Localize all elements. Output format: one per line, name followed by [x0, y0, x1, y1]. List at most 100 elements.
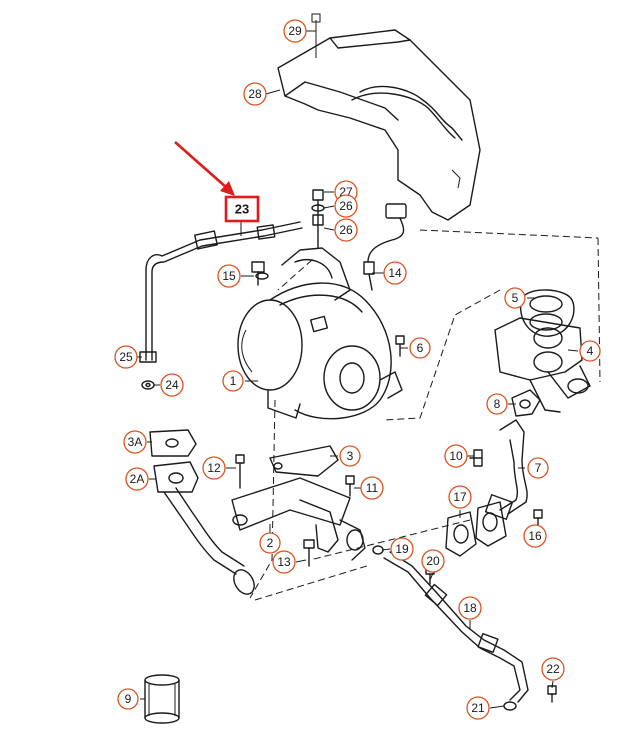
- coolant-pipe-18-drawing: [372, 545, 557, 711]
- callout-22[interactable]: 22: [541, 657, 565, 681]
- callout-circle: [202, 456, 226, 480]
- bolt-6-drawing: [395, 335, 405, 357]
- callout-circle: [243, 82, 267, 106]
- callout-circle: [114, 345, 138, 369]
- callout-label: 6: [417, 341, 424, 355]
- callout-26b[interactable]: 26: [334, 218, 358, 242]
- callout-14[interactable]: 14: [383, 261, 407, 285]
- oil-return-flange-drawing: [511, 389, 541, 417]
- callout-label: 3A: [128, 435, 143, 449]
- callout-label: 2: [267, 536, 274, 550]
- oil-feed-line-drawing: [139, 221, 303, 363]
- callout-5[interactable]: 5: [504, 287, 526, 309]
- callout-circle: [222, 370, 244, 392]
- callout-circle: [334, 218, 358, 242]
- callout-2[interactable]: 2: [259, 532, 281, 554]
- callout-label: 13: [277, 555, 291, 569]
- callout-circle: [466, 696, 490, 720]
- callout-label: 7: [535, 461, 542, 475]
- callout-label: 26: [339, 223, 353, 237]
- heat-shield-drawing: [277, 13, 481, 221]
- callout-11[interactable]: 11: [360, 476, 384, 500]
- callout-label: 18: [463, 601, 477, 615]
- gasket-3a-drawing: [149, 429, 197, 457]
- callout-circle: [383, 261, 407, 285]
- callout-label: 20: [426, 554, 440, 568]
- callout-3A[interactable]: 3A: [123, 430, 147, 454]
- callout-circle: [339, 445, 361, 467]
- callout-6[interactable]: 6: [409, 337, 431, 359]
- callout-label: 29: [288, 24, 302, 38]
- callout-9[interactable]: 9: [117, 688, 139, 710]
- exhaust-flange-drawing: [494, 317, 591, 413]
- callout-label: 5: [512, 291, 519, 305]
- callout-circle: [504, 287, 526, 309]
- callout-circle: [283, 19, 307, 43]
- callout-21[interactable]: 21: [466, 696, 490, 720]
- callout-26a[interactable]: 26: [334, 194, 358, 218]
- callout-29[interactable]: 29: [283, 19, 307, 43]
- callout-circle: [390, 537, 414, 561]
- callout-7[interactable]: 7: [527, 457, 549, 479]
- washer-24-drawing: [141, 380, 155, 390]
- bolt-13-drawing: [303, 539, 315, 567]
- callout-circle: [486, 393, 508, 415]
- callout-circle: [360, 476, 384, 500]
- callout-28[interactable]: 28: [243, 82, 267, 106]
- banjo-bolts-drawing: [311, 189, 325, 249]
- callout-label: 14: [388, 266, 402, 280]
- callout-label: 28: [248, 87, 262, 101]
- assembly-boundary-lines: [249, 229, 601, 601]
- temp-sensor-drawing: [363, 203, 407, 291]
- callout-label: 15: [222, 269, 236, 283]
- callout-2A[interactable]: 2A: [125, 467, 149, 491]
- callout-3[interactable]: 3: [339, 445, 361, 467]
- callout-13[interactable]: 13: [272, 550, 296, 574]
- callout-label: 17: [453, 490, 467, 504]
- callout-circle: [579, 340, 601, 362]
- callout-label: 3: [347, 449, 354, 463]
- callout-label: 22: [546, 662, 560, 676]
- leader-lines: [136, 30, 579, 709]
- callout-18[interactable]: 18: [458, 596, 482, 620]
- callout-circle: [125, 467, 149, 491]
- callout-20[interactable]: 20: [421, 549, 445, 573]
- callout-23-highlight[interactable]: 23: [224, 195, 260, 223]
- callout-24[interactable]: 24: [160, 373, 184, 397]
- callout-circle: [448, 485, 472, 509]
- callout-circle: [123, 430, 147, 454]
- callout-label: 19: [395, 542, 409, 556]
- callout-circle: [334, 194, 358, 218]
- callout-circle: [217, 264, 241, 288]
- callout-10[interactable]: 10: [444, 444, 468, 468]
- callout-19[interactable]: 19: [390, 537, 414, 561]
- gasket-3-drawing: [269, 445, 339, 477]
- callout-label: 1: [230, 374, 237, 388]
- callout-label: 8: [494, 397, 501, 411]
- callout-16[interactable]: 16: [523, 524, 547, 548]
- callout-12[interactable]: 12: [202, 456, 226, 480]
- callout-1[interactable]: 1: [222, 370, 244, 392]
- callout-25[interactable]: 25: [114, 345, 138, 369]
- callout-4[interactable]: 4: [579, 340, 601, 362]
- callout-label: 9: [125, 692, 132, 706]
- oil-union-drawing: [251, 261, 269, 286]
- return-gasket-drawing: [445, 501, 543, 557]
- callout-circle: [523, 524, 547, 548]
- callout-circle: [527, 457, 549, 479]
- callout-label: 16: [528, 529, 542, 543]
- callout-circle: [259, 532, 281, 554]
- callout-17[interactable]: 17: [448, 485, 472, 509]
- callout-label: 25: [119, 350, 133, 364]
- callout-label: 2A: [130, 472, 145, 486]
- callout-circle: [117, 688, 139, 710]
- callout-label: 24: [165, 378, 179, 392]
- exhaust-gasket-drawing: [520, 289, 575, 337]
- callout-15[interactable]: 15: [217, 264, 241, 288]
- coolant-hose-drawing: [163, 487, 255, 595]
- callout-circle: [160, 373, 184, 397]
- callout-label: 21: [471, 701, 485, 715]
- callout-8[interactable]: 8: [486, 393, 508, 415]
